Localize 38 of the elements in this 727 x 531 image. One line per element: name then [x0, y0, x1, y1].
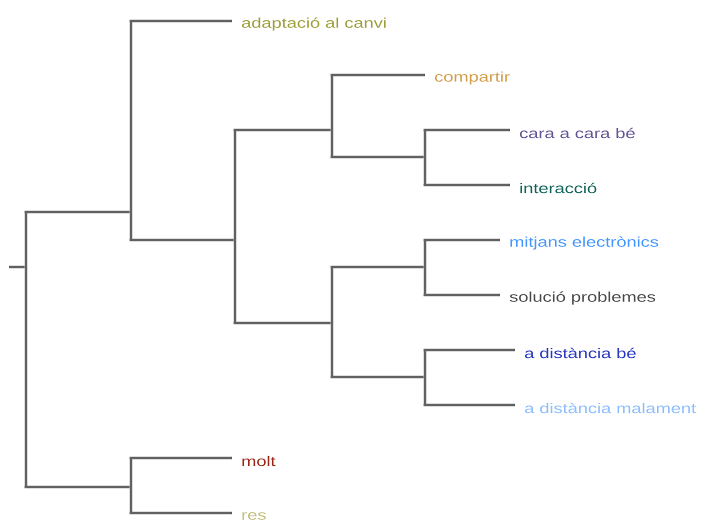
- branch-line: [234, 322, 331, 324]
- branch-line: [234, 128, 331, 132]
- leaf-label: interacció: [520, 182, 596, 194]
- branch-line: [424, 238, 500, 242]
- branch-bar: [424, 240, 426, 296]
- leaf-label: solució problemes: [510, 291, 656, 305]
- root-line: [9, 266, 25, 268]
- branch-line: [24, 210, 130, 214]
- branch-bar: [330, 267, 334, 378]
- branch-bar: [130, 458, 132, 514]
- branch-bar: [24, 212, 28, 488]
- branch-line: [424, 184, 510, 186]
- branch-line: [330, 74, 425, 76]
- branch-bar: [424, 350, 426, 406]
- branch-line: [330, 376, 424, 378]
- branch-line: [130, 512, 232, 514]
- leaf-label: compartir: [434, 71, 510, 85]
- branch-line: [330, 156, 424, 158]
- branch-line: [424, 404, 515, 406]
- branch-line: [424, 348, 515, 352]
- leaf-label: mitjans electrònics: [510, 236, 658, 250]
- branch-bar: [234, 130, 236, 324]
- branch-line: [424, 294, 500, 296]
- leaf-label: a distància bé: [524, 348, 636, 358]
- leaf-label: cara a cara bé: [520, 128, 635, 138]
- leaf-label: res: [242, 512, 266, 520]
- branch-line: [130, 238, 234, 242]
- branch-bar: [130, 21, 132, 240]
- branch-line: [130, 20, 232, 22]
- branch-line: [24, 486, 130, 488]
- branch-bar: [330, 75, 334, 158]
- branch-bar: [424, 130, 426, 186]
- branch-line: [424, 128, 510, 132]
- branch-line: [130, 456, 232, 460]
- leaf-label: molt: [242, 456, 276, 466]
- branch-line: [330, 266, 424, 268]
- leaf-label: adaptació al canvi: [242, 17, 386, 31]
- leaf-label: a distància malament: [524, 402, 696, 414]
